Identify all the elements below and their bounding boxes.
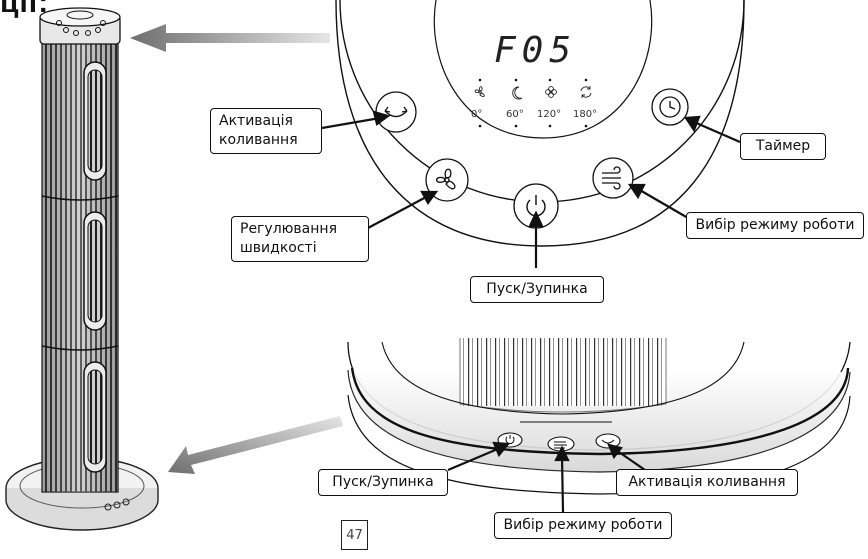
pointer-arrow-top bbox=[130, 24, 330, 52]
pointer-arrow-base bbox=[168, 416, 343, 474]
callout-speed: Регулювання швидкості bbox=[231, 216, 369, 262]
leader-lines bbox=[321, 110, 741, 513]
angle-label: 0° bbox=[471, 109, 483, 120]
base-closeup bbox=[347, 338, 851, 495]
angle-label: 60° bbox=[506, 109, 524, 120]
callout-base-mode: Вибір режиму роботи bbox=[494, 512, 672, 539]
page-number: 47 bbox=[341, 520, 368, 550]
callout-power: Пуск/Зупинка bbox=[470, 276, 604, 303]
callout-base-oscillation: Активація коливання bbox=[616, 469, 798, 496]
callout-base-power: Пуск/Зупинка bbox=[318, 469, 448, 496]
section-heading-fragment: ції: bbox=[0, 0, 50, 19]
display-readout: F05 bbox=[494, 30, 578, 71]
callout-mode: Вибір режиму роботи bbox=[686, 212, 864, 239]
angle-label: 180° bbox=[573, 109, 598, 120]
angle-label: 120° bbox=[537, 109, 562, 120]
tower-fan bbox=[5, 7, 159, 531]
callout-oscillation: Активація коливання bbox=[210, 108, 322, 154]
callout-timer: Таймер bbox=[740, 133, 826, 160]
